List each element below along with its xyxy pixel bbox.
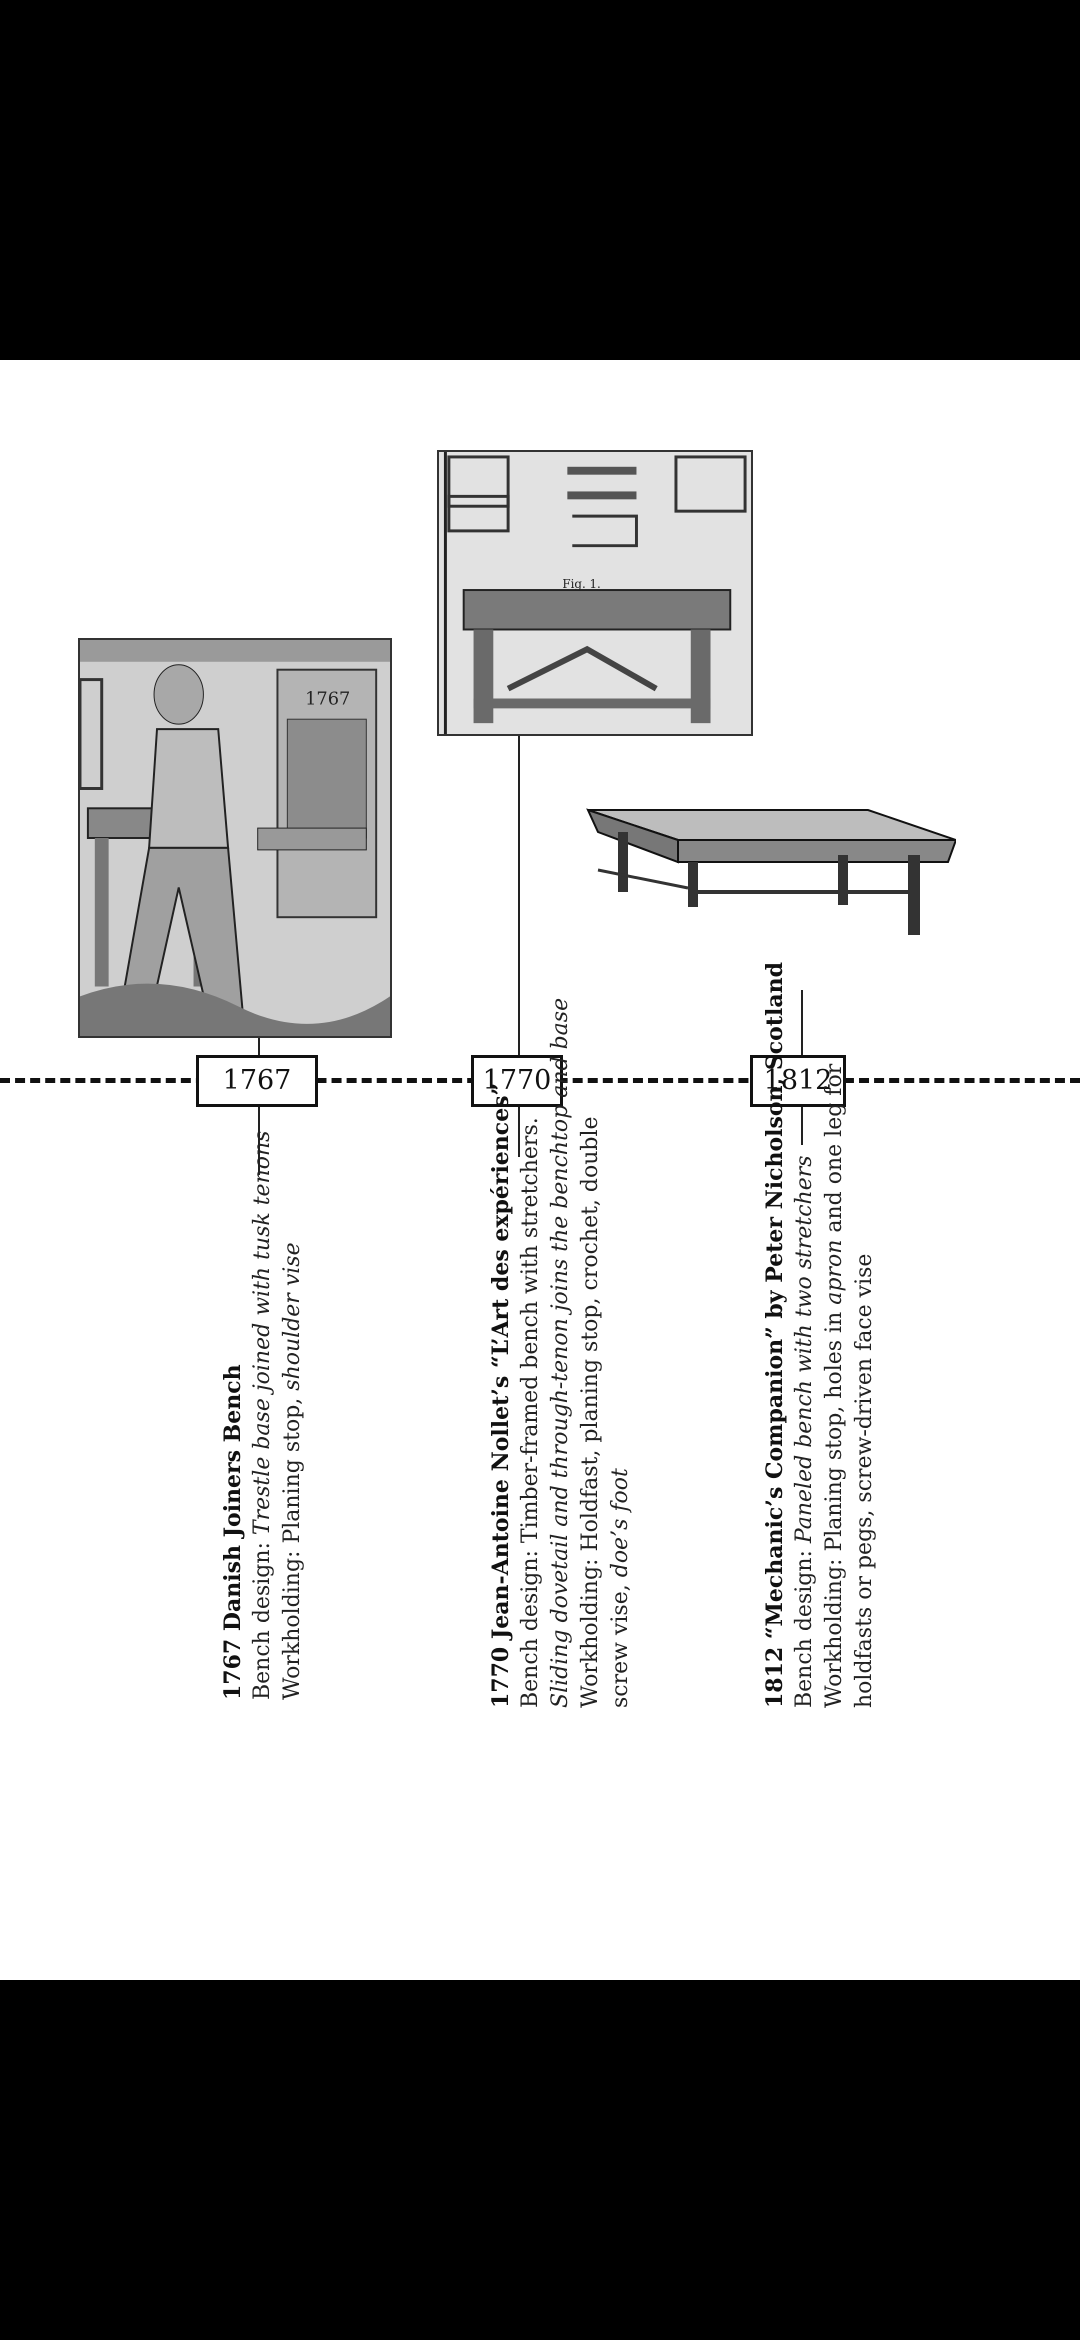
bench-design-line: Bench design: Timber-framed bench with s… <box>518 1117 543 1708</box>
entry-title: 1812 “Mechanic’s Companion” by Peter Nic… <box>762 962 788 1708</box>
caption-1770: 1770 Jean-Antoine Nollet’s “L’Art des ex… <box>486 998 636 1708</box>
connector-1767-up <box>258 1038 260 1058</box>
year-box-1812: 1812 <box>750 1055 846 1107</box>
caption-1767: 1767 Danish Joiners Bench Bench design: … <box>218 1131 308 1700</box>
connector-1767-down <box>258 1105 260 1175</box>
engraving-year-inscription: 1767 <box>305 688 350 709</box>
workholding-line-2: holdfasts or pegs, screw-driven face vis… <box>852 1253 877 1708</box>
connector-1812-down <box>801 1105 803 1145</box>
entry-title: 1767 Danish Joiners Bench <box>220 1364 246 1700</box>
workholding-line: Workholding: Planing stop, holes in apro… <box>822 1063 847 1708</box>
nollet-plate-engraving: Fig. 1. <box>437 450 753 736</box>
caption-1812: 1812 “Mechanic’s Companion” by Peter Nic… <box>760 962 880 1708</box>
entry-title: 1770 Jean-Antoine Nollet’s “L’Art des ex… <box>488 1082 514 1708</box>
bench-design-line: Bench design: Trestle base joined with t… <box>250 1130 275 1700</box>
connector-1812-up <box>801 990 803 1056</box>
connector-1770-down <box>518 1105 520 1157</box>
timeline-page: 1767 Fig. 1. <box>0 360 1080 1980</box>
workholding-line-2: screw vise, doe’s foot <box>608 1468 633 1708</box>
year-label: 1767 <box>222 1065 292 1096</box>
year-box-1767: 1767 <box>196 1055 318 1107</box>
year-box-1770: 1770 <box>471 1055 563 1107</box>
bench-design-line: Bench design: Paneled bench with two str… <box>792 1155 817 1708</box>
year-label: 1812 <box>763 1065 833 1096</box>
danish-joiner-engraving: 1767 <box>78 638 392 1038</box>
nicholson-bench-engraving <box>578 800 958 938</box>
bench-design-detail: Sliding dovetail and through-tenon joins… <box>548 997 573 1708</box>
workholding-line: Workholding: Planing stop, shoulder vise <box>280 1242 305 1700</box>
year-label: 1770 <box>482 1065 552 1096</box>
plate-figure-label: Fig. 1. <box>562 577 600 591</box>
connector-1770-up <box>518 736 520 1056</box>
workholding-line: Workholding: Holdfast, planing stop, cro… <box>578 1116 603 1708</box>
